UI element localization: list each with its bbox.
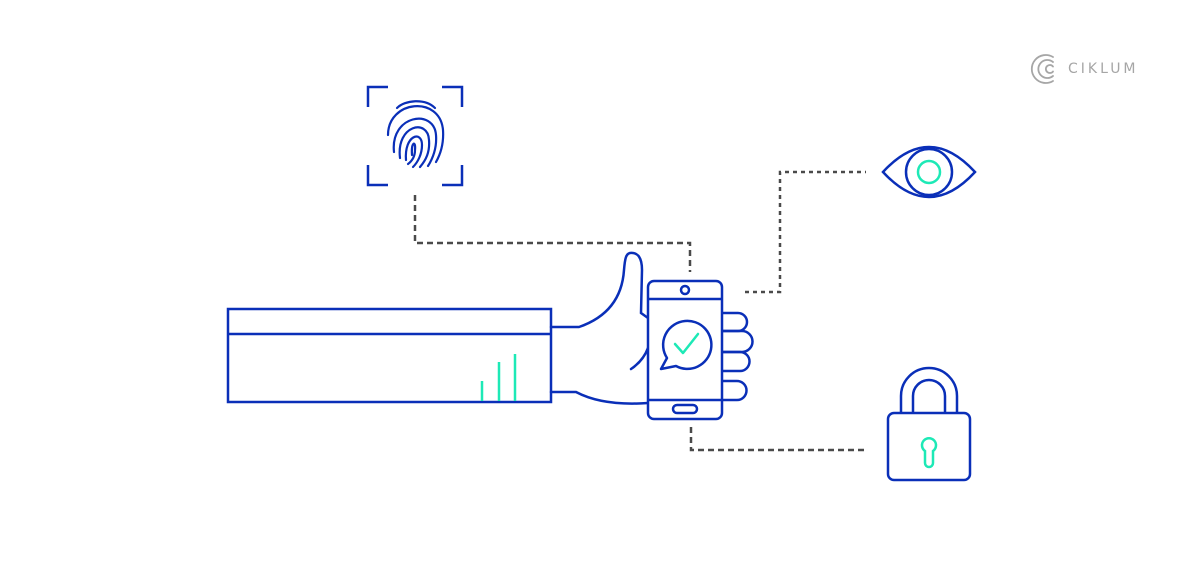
dashed-connectors [413, 170, 866, 452]
connector-eye-to-phone [745, 170, 866, 294]
padlock-icon [886, 366, 972, 482]
signal-bars-icon [480, 354, 517, 401]
hand [549, 251, 754, 405]
connector-lock-to-phone [689, 427, 866, 452]
sleeve [226, 307, 553, 404]
connector-fingerprint-to-phone [413, 195, 692, 272]
brand-name: CIKLUM [1068, 61, 1139, 77]
ciklum-c-arcs-icon [1030, 54, 1054, 84]
ciklum-logo: CIKLUM [1028, 52, 1139, 86]
chat-bubble-checkmark-icon [659, 319, 713, 371]
eye-iris-scan-icon [881, 145, 977, 199]
fingerprint-scan-icon [366, 85, 464, 187]
